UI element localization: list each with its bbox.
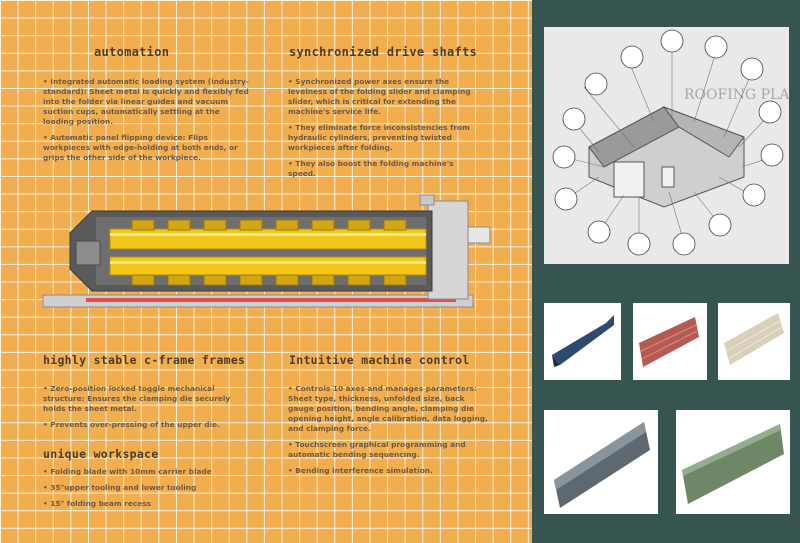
automation-body: • Integrated automatic loading system (i… xyxy=(43,77,253,169)
panel-red-thumb xyxy=(633,303,707,380)
workspace-body: • Folding blade with 10mm carrier blade … xyxy=(43,467,253,515)
automation-bullet: • Automatic panel flipping device: Flips… xyxy=(43,133,238,162)
drive-shafts-bullet: • They eliminate force inconsistencies f… xyxy=(288,123,470,152)
panel-green-thumb xyxy=(676,410,790,514)
workspace-bullet: • Folding blade with 10mm carrier blade xyxy=(43,467,212,476)
drive-shafts-body: • Synchronized power axes ensure the lev… xyxy=(288,77,483,185)
workspace-title: unique workspace xyxy=(43,447,159,461)
folding-machine-illustration xyxy=(42,194,491,308)
drive-shafts-bullet: • They also boost the folding machine's … xyxy=(288,159,454,178)
panel-gray-thumb xyxy=(544,410,658,514)
workspace-bullet: • 35°upper tooling and lower tooling xyxy=(43,483,197,492)
automation-title: automation xyxy=(94,45,170,59)
control-body: • Controls 10 axes and manages parameter… xyxy=(288,384,488,482)
c-frame-bullet: • Prevents over-pressing of the upper di… xyxy=(43,420,220,429)
c-frame-body: • Zero-position locked toggle mechanical… xyxy=(43,384,253,436)
diagram-watermark: ROOFING PLA xyxy=(684,87,789,103)
control-bullet: • Bending interference simulation. xyxy=(288,466,433,475)
roofing-diagram: ROOFING PLA xyxy=(544,27,789,264)
c-frame-bullet: • Zero-position locked toggle mechanical… xyxy=(43,384,231,413)
workspace-bullet: • 15° folding beam recess xyxy=(43,499,152,508)
panel-blue-thumb xyxy=(544,303,621,380)
feature-panel: automation • Integrated automatic loadin… xyxy=(0,0,532,543)
control-bullet: • Touchscreen graphical programming and … xyxy=(288,440,466,459)
product-gallery: ROOFING PLA xyxy=(532,0,800,543)
control-bullet: • Controls 10 axes and manages parameter… xyxy=(288,384,488,433)
drive-shafts-title: synchronized drive shafts xyxy=(289,45,478,59)
panel-beige-thumb xyxy=(718,303,790,380)
c-frame-title: highly stable c-frame frames xyxy=(43,353,246,367)
automation-bullet: • Integrated automatic loading system (i… xyxy=(43,77,249,126)
control-title: Intuitive machine control xyxy=(289,353,470,367)
drive-shafts-bullet: • Synchronized power axes ensure the lev… xyxy=(288,77,471,116)
